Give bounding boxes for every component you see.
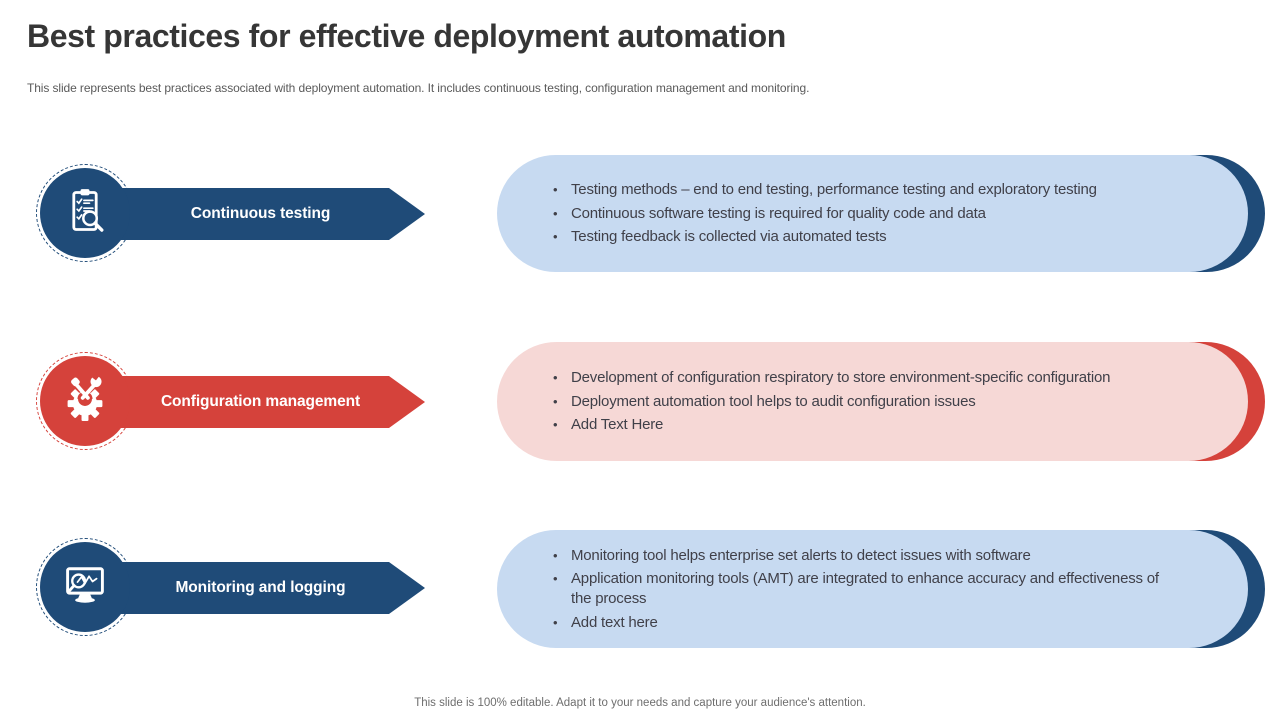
editable-note: This slide is 100% editable. Adapt it to… bbox=[414, 697, 866, 709]
banner-configuration-management: Configuration management bbox=[88, 376, 425, 428]
bullet-list: Monitoring tool helps enterprise set ale… bbox=[552, 542, 1170, 636]
bullet-item: Development of configuration respiratory… bbox=[552, 368, 1170, 388]
slide-description: This slide represents best practices ass… bbox=[27, 81, 810, 95]
bullet-item: Deployment automation tool helps to audi… bbox=[552, 392, 1170, 412]
icon-badge bbox=[40, 542, 130, 632]
icon-badge bbox=[40, 356, 130, 446]
banner-continuous-testing: Continuous testing bbox=[88, 188, 425, 240]
monitor-analytics-icon bbox=[56, 556, 114, 619]
bullet-item: Testing methods – end to end testing, pe… bbox=[552, 180, 1170, 200]
banner-monitoring-and-logging: Monitoring and logging bbox=[88, 562, 425, 614]
content-box-configuration-management: Development of configuration respiratory… bbox=[497, 342, 1265, 461]
gear-tools-icon bbox=[56, 370, 114, 433]
bullet-item: Testing feedback is collected via automa… bbox=[552, 227, 1170, 247]
content-box-continuous-testing: Testing methods – end to end testing, pe… bbox=[497, 155, 1265, 272]
bullet-item: Monitoring tool helps enterprise set ale… bbox=[552, 546, 1170, 566]
content-box-monitoring-and-logging: Monitoring tool helps enterprise set ale… bbox=[497, 530, 1265, 648]
banner-label: Monitoring and logging bbox=[175, 579, 346, 596]
banner-label: Configuration management bbox=[160, 393, 361, 410]
bullet-item: Continuous software testing is required … bbox=[552, 204, 1170, 224]
bullet-item: Add Text Here bbox=[552, 415, 1170, 435]
clipboard-checklist-search-icon bbox=[57, 183, 113, 244]
bullet-item: Add text here bbox=[552, 613, 1170, 633]
banner-label: Continuous testing bbox=[190, 205, 331, 222]
bullet-list: Development of configuration respiratory… bbox=[552, 365, 1170, 439]
icon-badge bbox=[40, 168, 130, 258]
page-title: Best practices for effective deployment … bbox=[27, 18, 786, 54]
bullet-list: Testing methods – end to end testing, pe… bbox=[552, 177, 1170, 251]
bullet-item: Application monitoring tools (AMT) are i… bbox=[552, 569, 1170, 609]
